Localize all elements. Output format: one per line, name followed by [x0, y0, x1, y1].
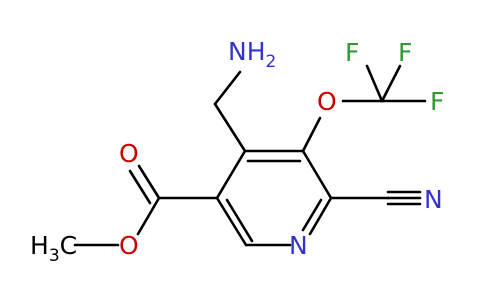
methyl-h3c-label: H3C [30, 231, 77, 266]
bond-c5-c6 [215, 196, 248, 247]
amine-h-symbol: H [247, 37, 266, 66]
methyl-h-symbol: H [30, 231, 49, 260]
methyl-c-symbol: C [60, 231, 77, 260]
ether-o-label: O [317, 87, 337, 116]
bond-ch2-n [213, 70, 242, 106]
bond-c5-c6-double [225, 198, 254, 243]
methyl-subscript: 3 [49, 246, 60, 266]
bond-carbonyl-double-1 [137, 164, 161, 200]
bond-carbonyl-double-2 [128, 169, 152, 205]
bond-c4-ch2 [213, 102, 247, 153]
bond-c2-n1 [308, 196, 333, 236]
bond-ccarbonyl-oester [136, 196, 161, 236]
fluorine-1-label: F [345, 38, 359, 67]
bond-c3-c2 [301, 149, 333, 200]
nitrile-n-label: N [424, 185, 443, 214]
fluorine-3-label: F [430, 87, 444, 116]
fluorine-2-label: F [398, 38, 412, 67]
bond-cf3-f1 [365, 64, 384, 103]
bond-c2-n1-double [301, 198, 323, 232]
carbonyl-o-label: O [119, 139, 139, 168]
bond-cf3-f2 [380, 64, 402, 103]
bond-c3-o [301, 116, 322, 153]
atom-labels: NH2 O F F F N N O O H3C [30, 37, 444, 266]
amine-n-symbol: N [228, 37, 247, 66]
bond-c4-c5 [215, 149, 247, 200]
amine-subscript: 2 [266, 52, 277, 72]
amine-nh2-label: NH2 [228, 37, 276, 72]
ring-n-label: N [289, 231, 308, 260]
bonds [73, 64, 427, 247]
ester-o-label: O [119, 231, 139, 260]
